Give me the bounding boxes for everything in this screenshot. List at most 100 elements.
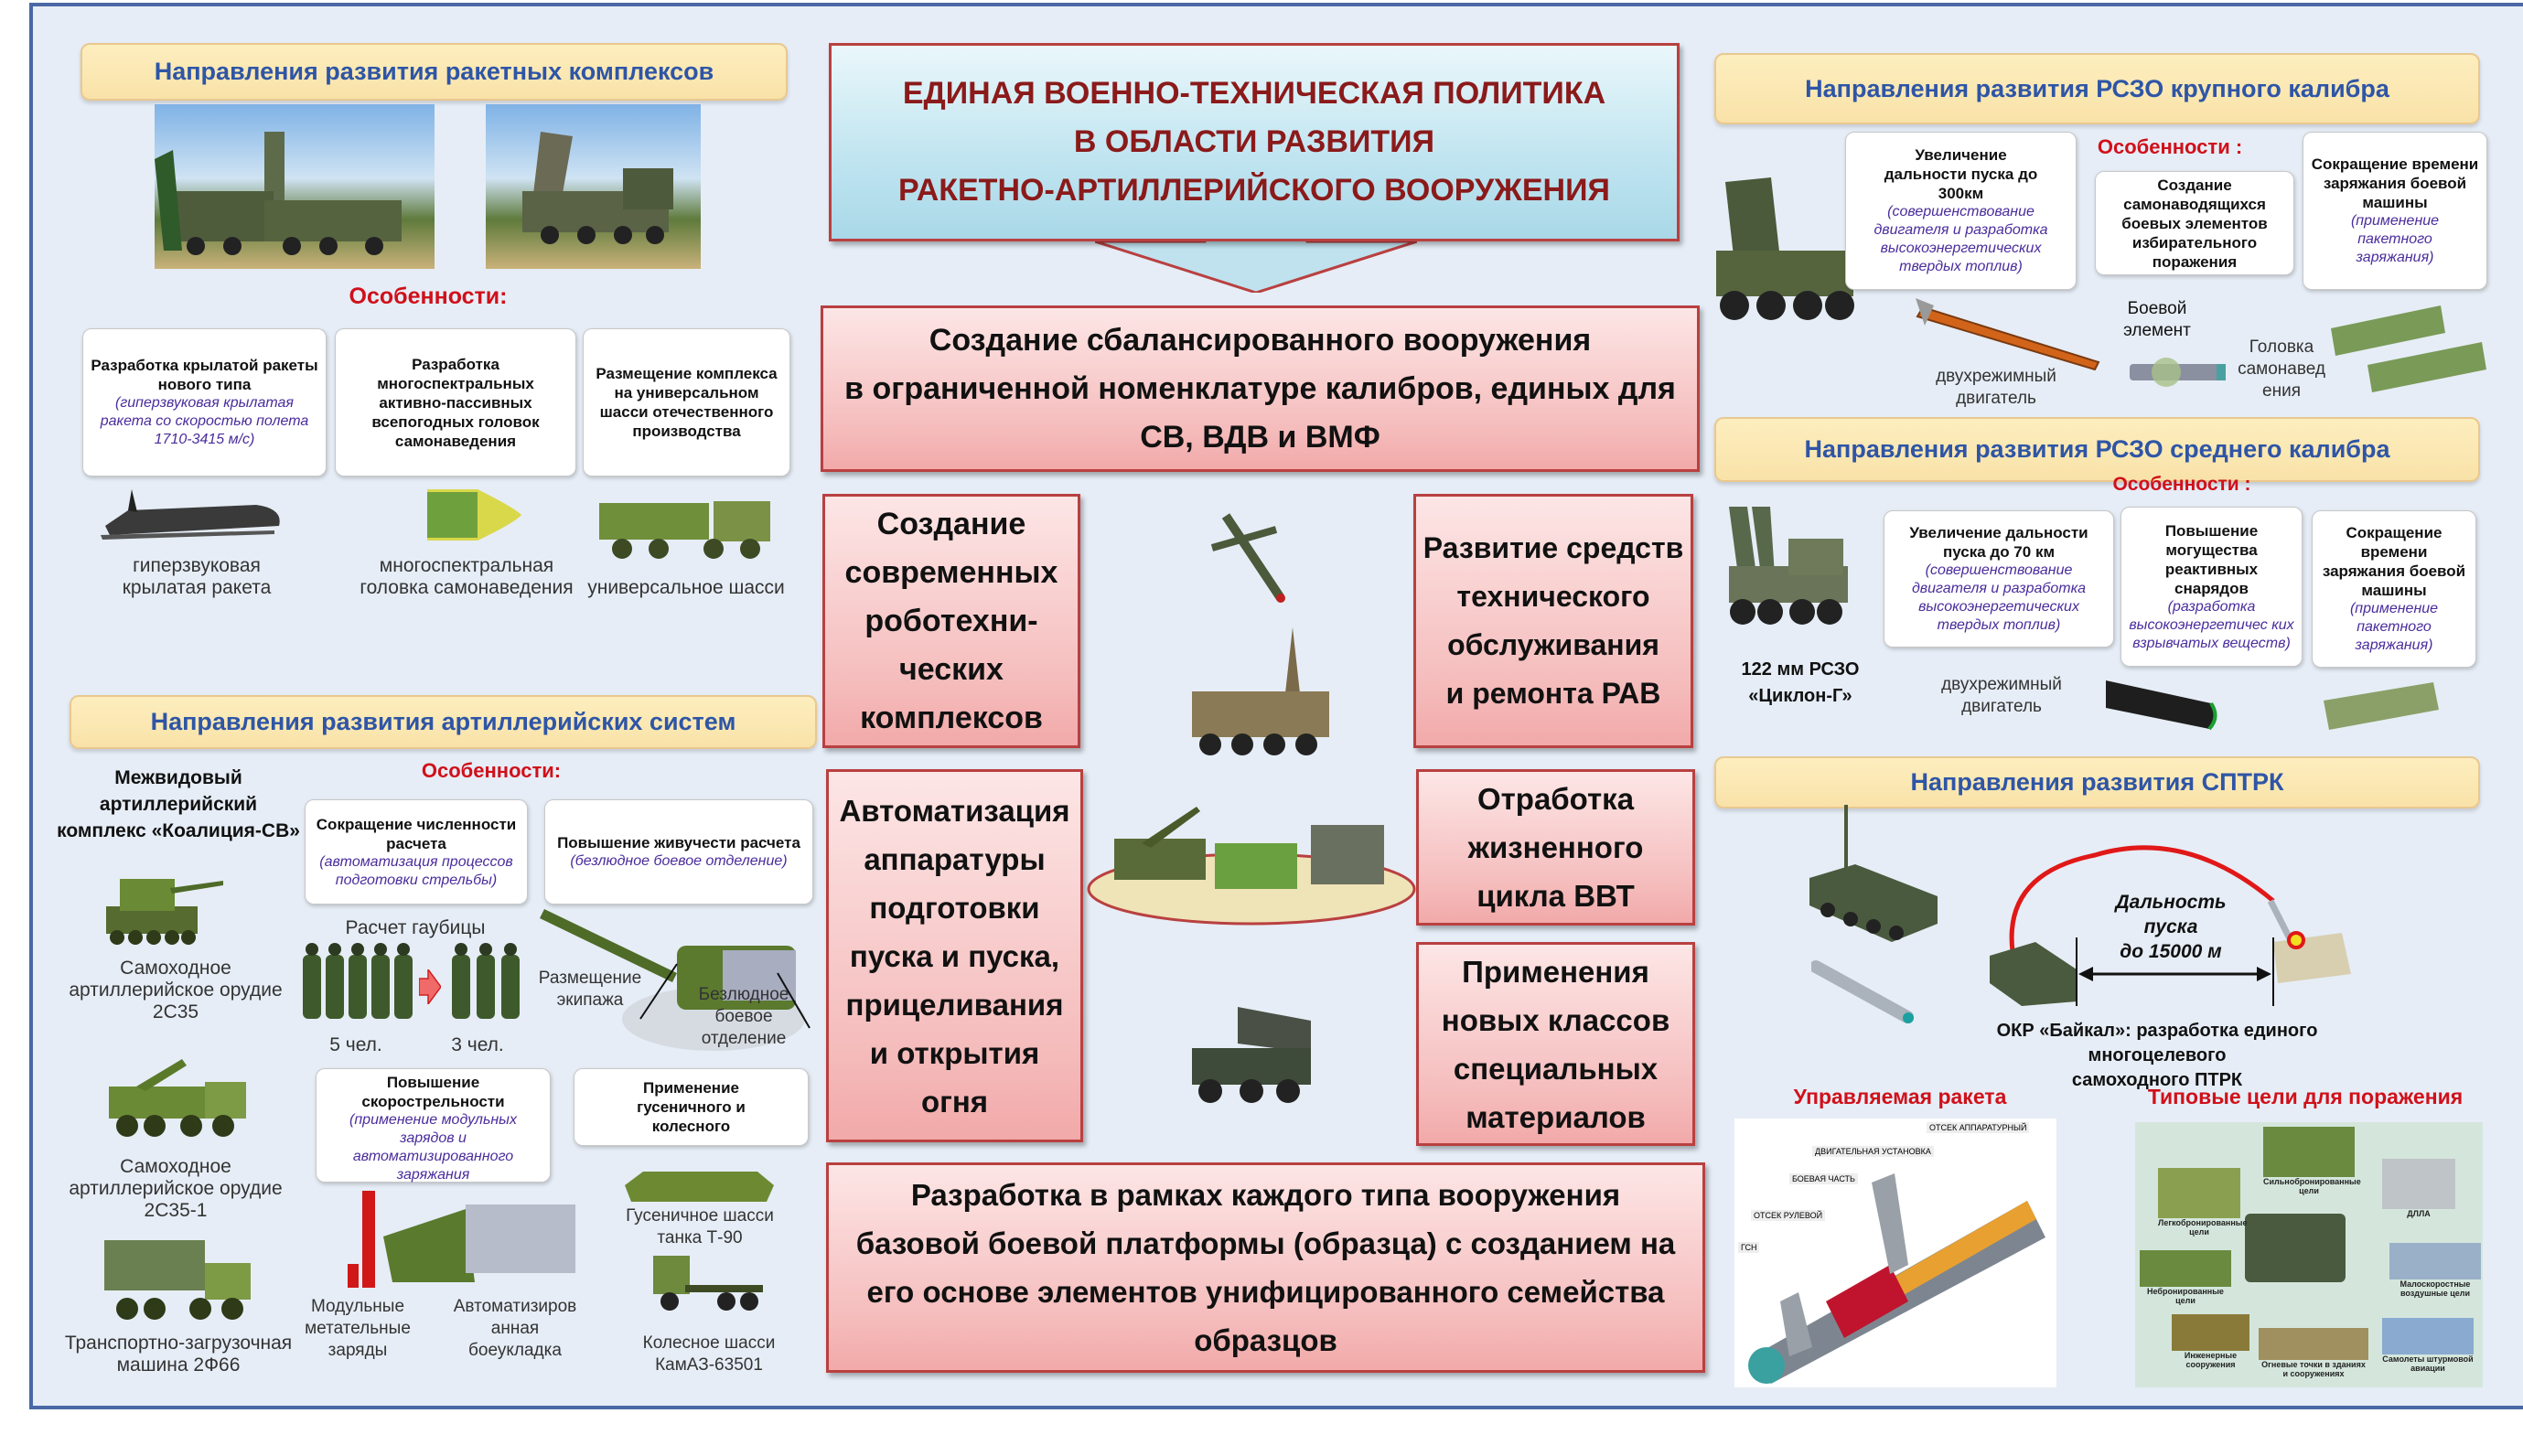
artillery-feature-box-4: Применение гусеничного и колесного (574, 1068, 809, 1146)
mlrs-large-feature-box-1: Увеличение дальности пуска до 300км (сов… (1845, 132, 2077, 290)
feature-note: (применение модульных зарядов и автомати… (349, 1112, 517, 1183)
crew-label: Расчет гаубицы (345, 917, 486, 938)
medium-rocket-pack-image (2324, 682, 2440, 733)
feature-title: Разработка крылатой ракеты нового типа (91, 357, 318, 393)
feature-title: Сокращение времени заряжания боевой маши… (2311, 155, 2479, 211)
medium-engine-caption: двухрежимный двигатель (1941, 675, 2062, 716)
automation-box: Автоматизация аппаратуры подготовки пуск… (826, 769, 1083, 1142)
atgm-missile-image (1811, 958, 1916, 1030)
hypersonic-missile-caption: гиперзвуковая крылатая ракета (122, 555, 272, 598)
mobile-launcher-photo (486, 104, 701, 269)
policy-title-line-3: РАКЕТНО-АРТИЛЛЕРИЙСКОГО ВООРУЖЕНИЯ (898, 173, 1610, 208)
coastal-missile-complex-photo (155, 104, 435, 269)
tsiklon-g-caption: 122 мм РСЗО «Циклон-Г» (1741, 659, 1860, 706)
missile-part-label: ОТСЕК РУЛЕВОЙ (1751, 1210, 1826, 1221)
submunition-image (2125, 355, 2230, 388)
tracked-chassis-caption: Гусеничное шасси танка Т-90 (626, 1206, 774, 1247)
unmanned-compartment-label: Безлюдное боевое отделение (698, 985, 789, 1048)
transport-loader-2f66-caption: Транспортно-загрузочная машина 2Ф66 (64, 1333, 293, 1376)
rocket-packs-image (2331, 305, 2487, 394)
seeker-caption: Головка самонавед ения (2238, 337, 2325, 401)
mlrs-large-feature-box-2: Создание самонаводящихся боевых элементо… (2095, 171, 2294, 275)
large-engine-caption: двухрежимный двигатель (1936, 367, 2056, 408)
feature-title: Применение гусеничного и колесного (637, 1079, 746, 1135)
artillery-features-label: Особенности: (421, 759, 562, 782)
feature-note: (применение пакетного заряжания) (2349, 601, 2439, 653)
atgm-header: Направления развития СПТРК (1714, 756, 2480, 808)
maintenance-text: Развитие средств технического обслуживан… (1423, 531, 1684, 710)
atgm-vehicle-image (1800, 805, 1949, 949)
red-arrow-icon (419, 969, 441, 1004)
sp-gun-2s35-image (97, 861, 225, 949)
missile-part-label: ОТСЕК АППАРАТУРНЫЙ (1927, 1122, 2030, 1133)
crew-three-soldiers-image (450, 942, 523, 1030)
koalitsiya-title: Межвидовый артиллерийский комплекс «Коал… (57, 767, 300, 841)
automation-text: Автоматизация аппаратуры подготовки пуск… (839, 793, 1070, 1119)
target-item: Сильнобронированные цели (2263, 1127, 2361, 1204)
mlrs-medium-features-label: Особенности : (2112, 474, 2251, 495)
feature-note: (совершенствование двигателя и разработк… (1873, 204, 2048, 274)
gun-turret-cutaway-image (540, 909, 813, 1055)
missiles-header: Направления развития ракетных комплексов (81, 43, 788, 101)
feature-note: (гиперзвуковая крылатая ракета со скорос… (100, 395, 309, 447)
policy-title-line-1: ЕДИНАЯ ВОЕННО-ТЕХНИЧЕСКАЯ ПОЛИТИКА (902, 76, 1606, 111)
uav-drone-image (1208, 507, 1288, 604)
rocket-engine-tube-image (2101, 676, 2222, 733)
t90-tracked-chassis-image (620, 1167, 778, 1204)
target-item: Огневые точки в зданиях и сооружениях (2259, 1328, 2368, 1387)
mlrs-medium-header: Направления развития РСЗО среднего калиб… (1714, 417, 2480, 482)
new-materials-text: Применения новых классов специальных мат… (1441, 954, 1670, 1134)
robotic-complexes-box: Создание современных роботехни- ческих к… (822, 494, 1080, 748)
feature-note: (безлюдное боевое отделение) (570, 853, 788, 869)
missiles-feature-box-2: Разработка многоспектральных активно-пас… (335, 328, 576, 476)
target-item: Легкобронированные цели (2158, 1168, 2247, 1246)
base-platform-text: Разработка в рамках каждого типа вооруже… (855, 1178, 1676, 1357)
base-platform-box: Разработка в рамках каждого типа вооруже… (826, 1162, 1705, 1373)
feature-title: Размещение комплекса на универсальном ша… (596, 365, 778, 440)
feature-title: Создание самонаводящихся боевых элементо… (2121, 176, 2268, 271)
mlrs-medium-feature-box-2: Повышение могущества реактивных снарядов… (2120, 507, 2303, 667)
missiles-features-label: Особенности: (349, 284, 508, 309)
lifecycle-text: Отработка жизненного цикла ВВТ (1467, 782, 1644, 913)
autoloader-image (383, 1191, 587, 1288)
missile-part-label: ГСН (1738, 1242, 1760, 1253)
mlrs-medium-feature-box-3: Сокращение времени заряжания боевой маши… (2312, 510, 2476, 668)
sp-gun-2s35-caption: Самоходное артиллерийское орудие 2С35 (69, 958, 283, 1022)
artillery-feature-box-2: Повышение живучести расчета (безлюдное б… (544, 799, 813, 905)
feature-title: Сокращение численности расчета (316, 815, 517, 852)
artillery-feature-box-3: Повышение скорострельности (применение м… (316, 1068, 551, 1183)
dual-mode-engine-rocket-image (1916, 298, 2101, 370)
seeker-head-image (423, 485, 523, 545)
crew-five-soldiers-image (301, 942, 420, 1030)
missile-part-label: БОЕВАЯ ЧАСТЬ (1789, 1173, 1858, 1184)
submunition-caption: Боевой элемент (2123, 299, 2191, 340)
crew-before-count: 5 чел. (329, 1034, 382, 1055)
feature-note: (совершенствование двигателя и разработк… (1911, 562, 2087, 633)
launch-range-label: Дальность пуска до 15000 м (2115, 892, 2227, 962)
feature-note: (автоматизация процессов подготовки стре… (319, 853, 513, 888)
feature-title: Увеличение дальности пуска до 70 км (1909, 524, 2088, 561)
typical-targets-diagram: Сильнобронированные цели Легкобронирован… (2135, 1122, 2483, 1387)
sp-gun-2s35-1-image (100, 1055, 258, 1143)
policy-title-line-2: В ОБЛАСТИ РАЗВИТИЯ (1073, 124, 1435, 159)
feature-title: Повышение живучести расчета (557, 834, 800, 851)
target-item: Самолеты штурмовой авиации (2382, 1318, 2474, 1386)
autoloader-caption: Автоматизиров анная боеукладка (453, 1297, 577, 1360)
universal-chassis-caption: универсальное шасси (587, 577, 785, 598)
mlrs-truck-image (1183, 998, 1320, 1110)
modular-charges-caption: Модульные метательные заряды (305, 1297, 411, 1360)
new-materials-box: Применения новых классов специальных мат… (1416, 942, 1695, 1146)
guided-missile-cutaway-image: ОТСЕК АППАРАТУРНЫЙ ДВИГАТЕЛЬНАЯ УСТАНОВК… (1734, 1119, 2056, 1387)
missiles-feature-box-1: Разработка крылатой ракеты нового типа (… (82, 328, 327, 476)
feature-title: Повышение скорострельности (361, 1074, 505, 1110)
range-trajectory-diagram (1985, 823, 2360, 1015)
missile-part-label: ДВИГАТЕЛЬНАЯ УСТАНОВКА (1812, 1146, 1934, 1157)
tsiklon-g-mlrs-image (1720, 502, 1852, 636)
mlrs-large-header: Направления развития РСЗО крупного калиб… (1714, 53, 2480, 124)
typical-targets-label: Типовые цели для поражения (2147, 1085, 2464, 1108)
transport-loader-2f66-image (100, 1231, 258, 1328)
modular-charges-image (346, 1191, 379, 1288)
mlrs-large-features-label: Особенности : (2097, 135, 2243, 158)
feature-title: Сокращение времени заряжания боевой маши… (2322, 524, 2466, 599)
sp-gun-2s35-1-caption: Самоходное артиллерийское орудие 2С35-1 (69, 1156, 283, 1221)
